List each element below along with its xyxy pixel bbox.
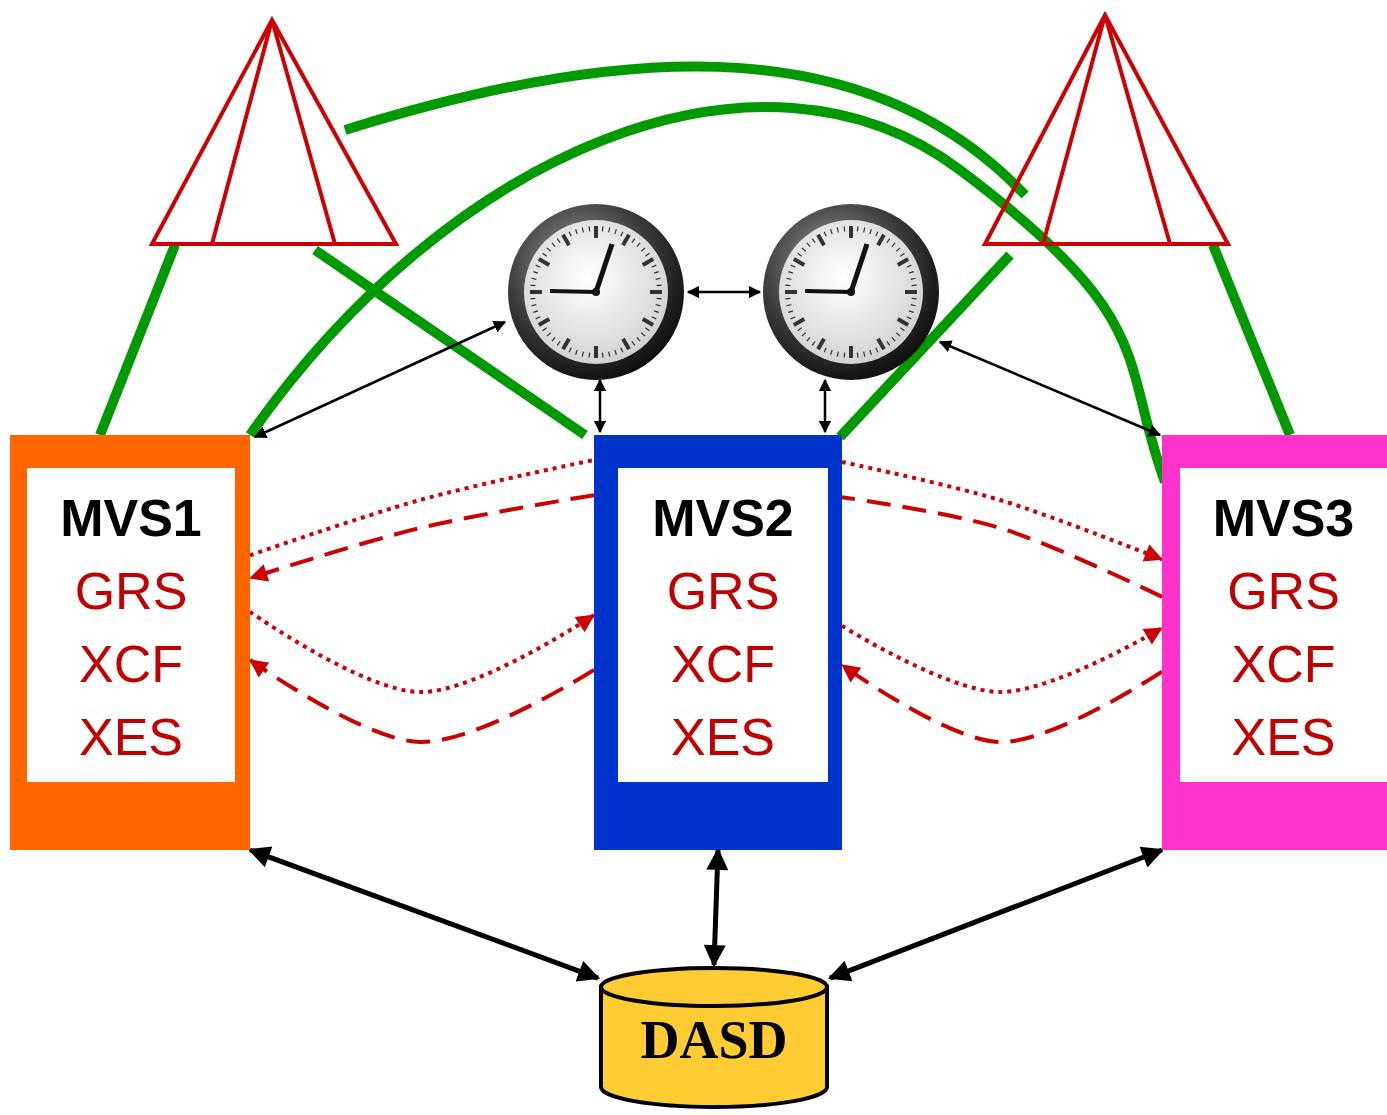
signal-arrow	[250, 495, 594, 578]
component-name: XES	[79, 701, 183, 774]
system-name: MVS1	[60, 482, 202, 555]
timer-link	[688, 291, 760, 294]
component-name: XES	[1231, 701, 1335, 774]
component-name: GRS	[1227, 555, 1340, 628]
ctc-link	[100, 245, 175, 435]
signal-arrow	[250, 660, 594, 742]
ctc-triangle	[985, 15, 1228, 244]
signal-arrow	[842, 665, 1162, 742]
timer-link	[255, 322, 505, 437]
sysplex-timers	[508, 204, 939, 380]
signal-arrow	[250, 612, 594, 692]
timer-links	[255, 292, 1160, 437]
system-name: MVS3	[1213, 482, 1355, 555]
system-box: MVS3GRSXCFXES	[1162, 435, 1387, 850]
ctc-devices	[152, 15, 1228, 244]
dasd-path	[714, 850, 718, 965]
dasd-path	[830, 850, 1162, 978]
component-name: GRS	[75, 555, 188, 628]
component-name: XCF	[1232, 628, 1336, 701]
clock	[763, 204, 939, 380]
ctc-links	[100, 66, 1290, 482]
component-name: XES	[671, 701, 775, 774]
ctc-triangle	[152, 20, 396, 244]
component-name: XCF	[671, 628, 775, 701]
clock	[508, 204, 684, 380]
ctc-link	[345, 66, 1025, 195]
system-panel: MVS3GRSXCFXES	[1180, 468, 1387, 782]
timer-link	[940, 342, 1160, 435]
signal-arrow	[842, 462, 1162, 560]
storage-cylinder: DASD	[598, 965, 830, 1110]
storage-label: DASD	[598, 1009, 830, 1071]
signal-arrow	[250, 460, 594, 555]
dasd-path	[250, 850, 598, 978]
timer-link	[599, 380, 602, 432]
system-name: MVS2	[652, 482, 794, 555]
system-panel: MVS2GRSXCFXES	[618, 468, 828, 782]
timer-link	[824, 380, 827, 432]
signal-arrow	[842, 626, 1162, 692]
system-box: MVS1GRSXCFXES	[10, 435, 250, 850]
component-name: XCF	[79, 628, 183, 701]
system-box: MVS2GRSXCFXES	[594, 435, 842, 850]
ctc-link	[1213, 245, 1290, 435]
signal-arrow	[842, 497, 1162, 597]
system-panel: MVS1GRSXCFXES	[27, 468, 235, 782]
component-name: GRS	[667, 555, 780, 628]
